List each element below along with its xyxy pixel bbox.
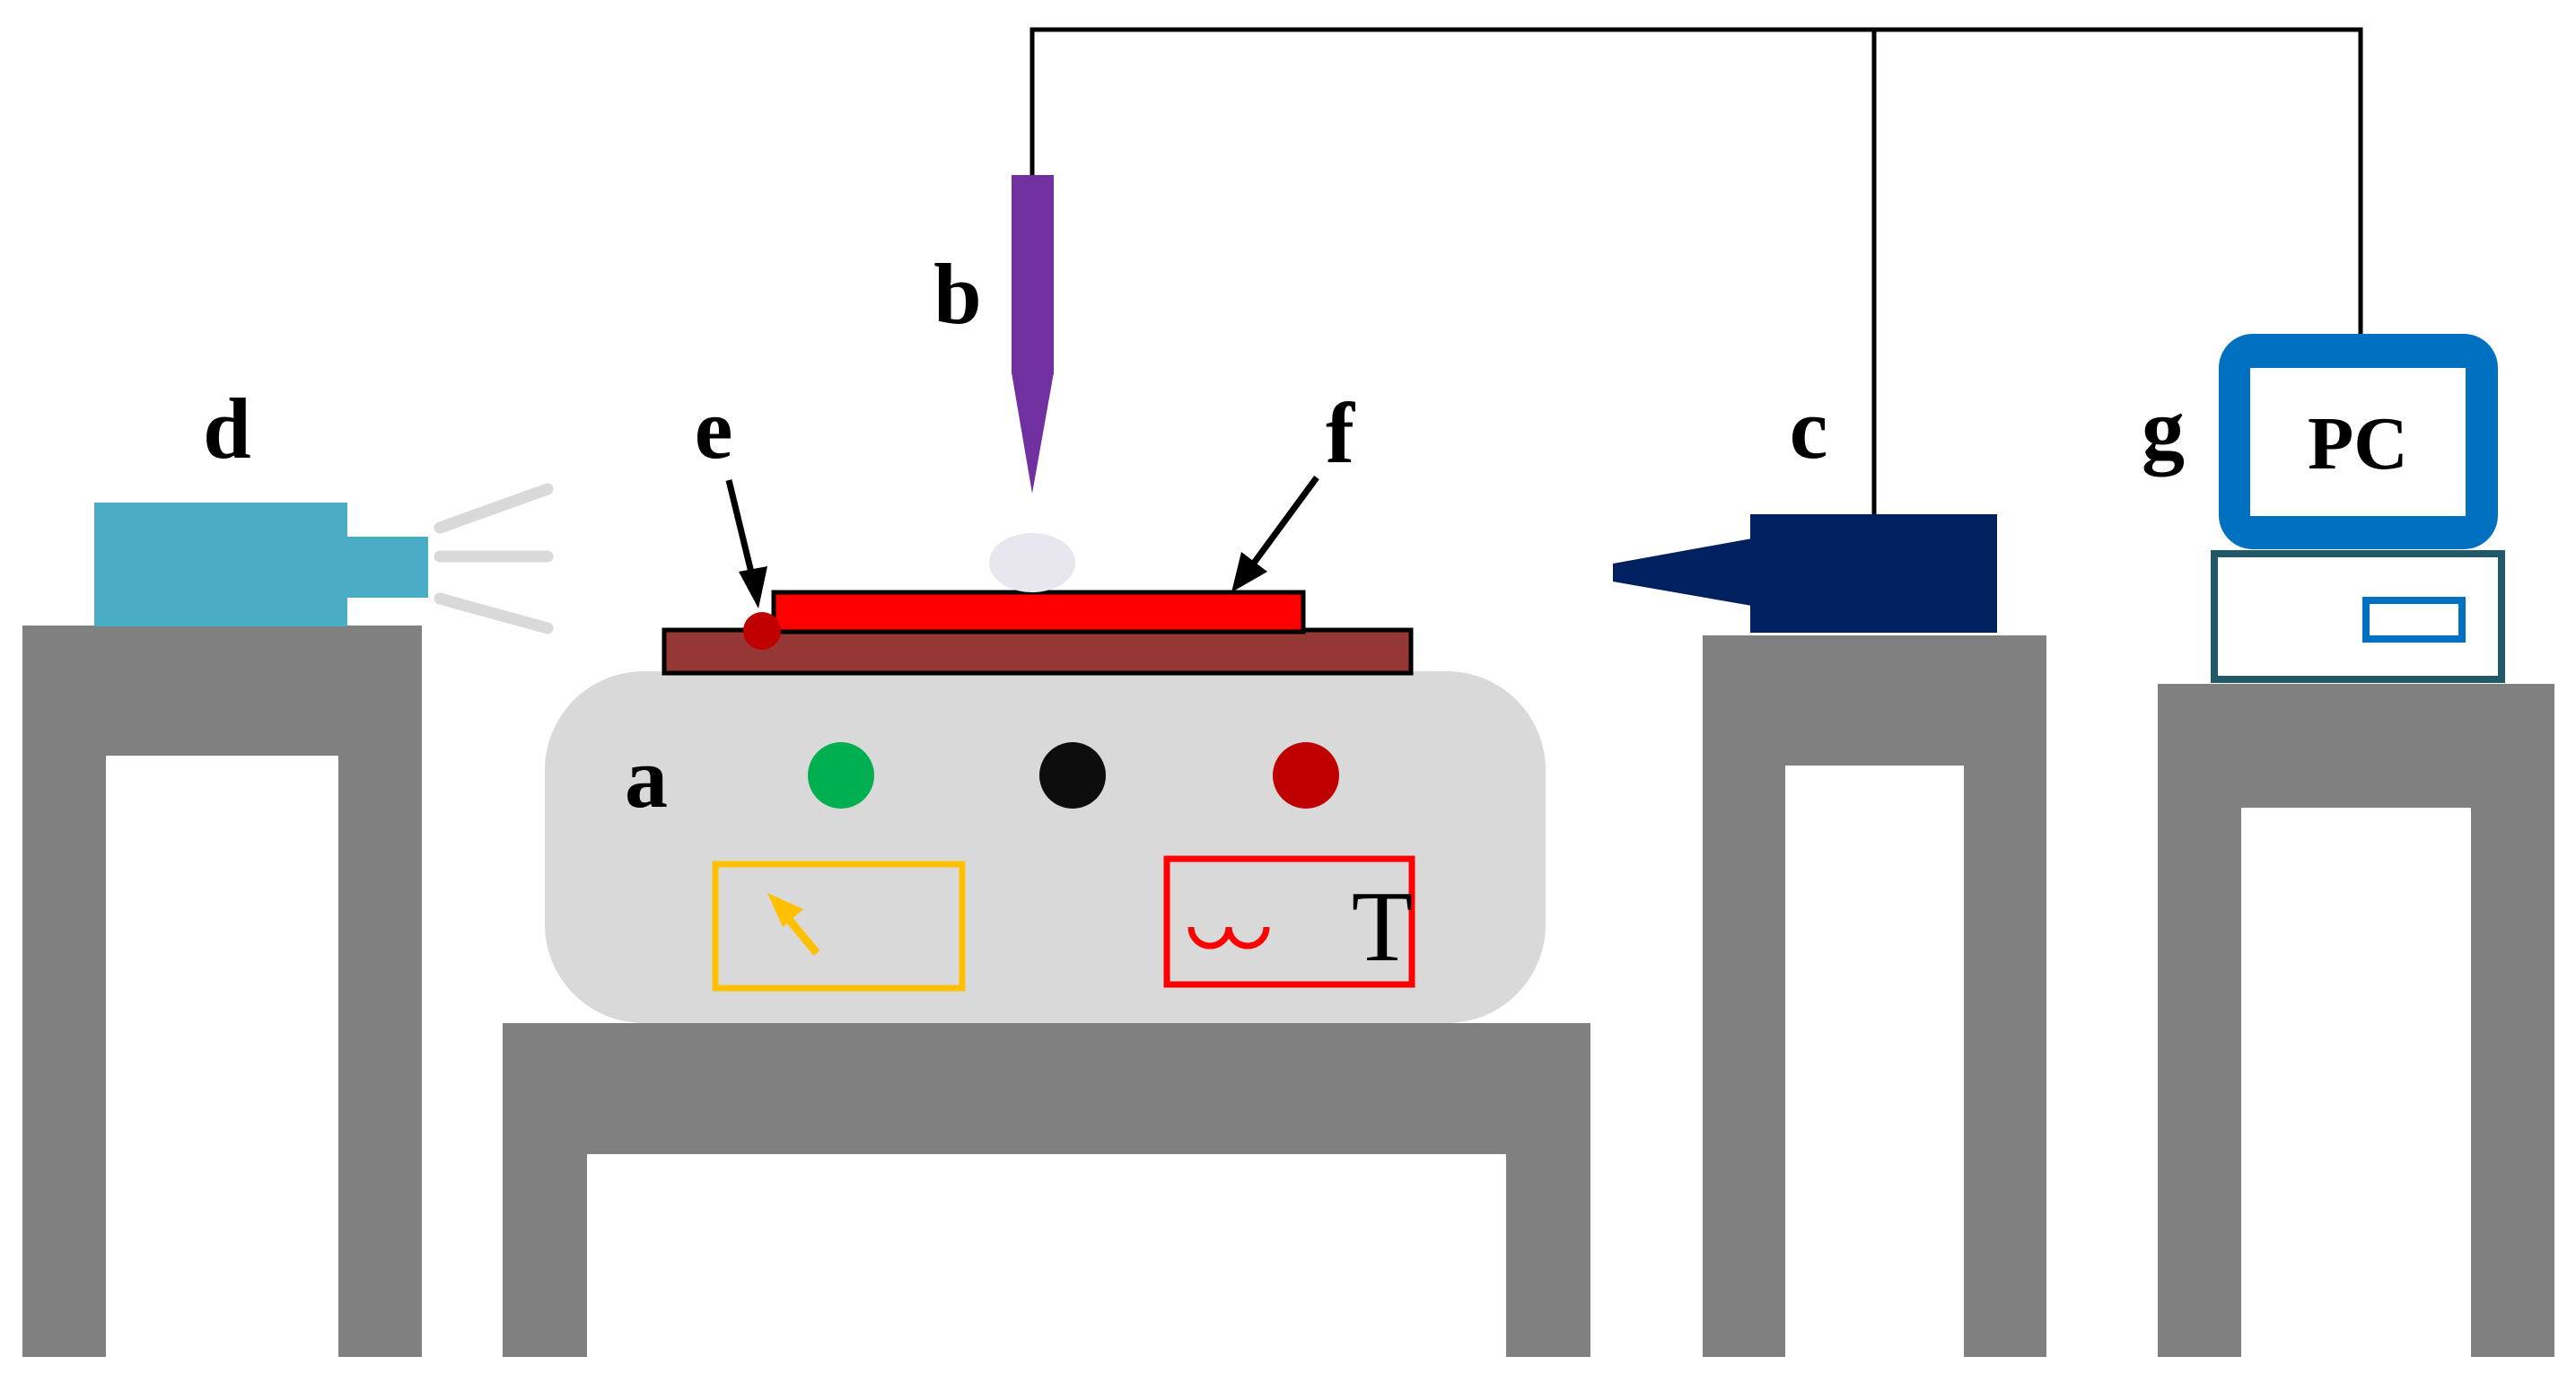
disk-drive-slot xyxy=(2362,597,2466,643)
thermocouple xyxy=(743,612,781,650)
label-e: e xyxy=(695,381,733,477)
table-left xyxy=(22,626,422,1357)
light-rays xyxy=(434,483,554,634)
label-f: f xyxy=(1326,385,1355,481)
indicator-light-green xyxy=(808,742,874,809)
label-c: c xyxy=(1790,381,1828,477)
light-source xyxy=(94,483,554,634)
pc-label: PC xyxy=(2308,402,2408,486)
camera xyxy=(1613,514,1997,633)
label-b: b xyxy=(933,246,981,342)
droplet xyxy=(989,533,1075,592)
label-d: d xyxy=(203,381,250,477)
display-panel-yellow xyxy=(712,861,966,992)
arrow-e xyxy=(725,479,767,608)
syringe-needle xyxy=(1012,175,1054,494)
table-camera xyxy=(1703,635,2046,1357)
arrow-up-left-icon xyxy=(767,893,820,956)
temperature-label: T xyxy=(1352,871,1413,983)
heated-plate xyxy=(771,590,1306,634)
indicator-light-red xyxy=(1273,742,1339,809)
label-a: a xyxy=(625,730,668,826)
table-center xyxy=(503,1023,1590,1357)
arrow-f xyxy=(1231,475,1319,592)
substrate-base xyxy=(662,627,1414,676)
heating-stage xyxy=(545,671,1546,1023)
label-g: g xyxy=(2142,381,2185,477)
connection-wires xyxy=(1030,27,2363,516)
table-pc xyxy=(2158,684,2554,1357)
indicator-light-black xyxy=(1039,742,1106,809)
heating-coil-icon xyxy=(1187,926,1270,950)
display-panel-red xyxy=(1163,855,1415,988)
computer xyxy=(2211,334,2505,683)
